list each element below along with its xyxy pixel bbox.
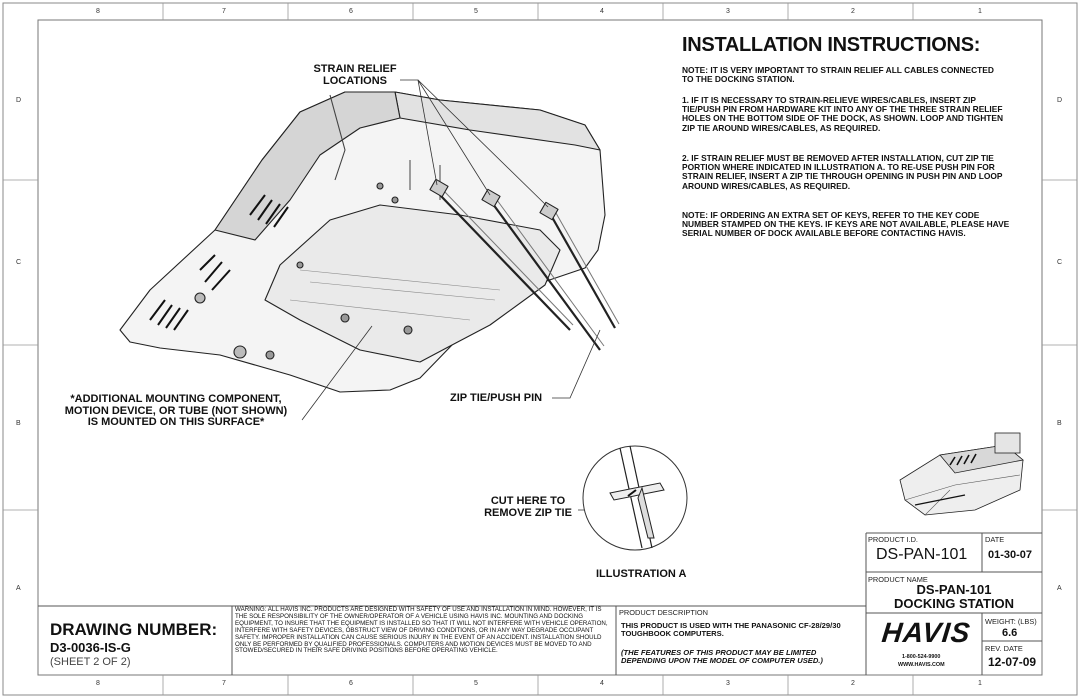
mounting-line-2: MOTION DEVICE, OR TUBE (NOT SHOWN) bbox=[64, 404, 288, 417]
zone-col-4-bottom: 4 bbox=[600, 680, 604, 687]
drawing-number-label: DRAWING NUMBER: bbox=[50, 620, 218, 639]
zone-col-8-bottom: 8 bbox=[96, 680, 100, 687]
zone-row-c-right: C bbox=[1057, 259, 1063, 266]
zone-col-5-bottom: 5 bbox=[474, 680, 478, 687]
instructions-title: INSTALLATION INSTRUCTIONS: bbox=[682, 34, 981, 56]
zone-col-1-bottom: 1 bbox=[978, 680, 982, 687]
product-name-label: PRODUCT NAME bbox=[868, 575, 928, 584]
zone-col-6-bottom: 6 bbox=[349, 680, 353, 687]
havis-website: WWW.HAVIS.COM bbox=[898, 662, 945, 668]
zone-col-3-bottom: 3 bbox=[726, 680, 730, 687]
product-name-line-1: DS-PAN-101 bbox=[916, 582, 992, 597]
zone-row-b-left: B bbox=[16, 420, 21, 427]
weight-value: 6.6 bbox=[1002, 627, 1018, 639]
strain-relief-line-2: LOCATIONS bbox=[323, 75, 387, 87]
zone-col-3-top: 3 bbox=[726, 8, 730, 15]
zone-col-7-bottom: 7 bbox=[222, 680, 226, 687]
zone-col-4-top: 4 bbox=[600, 8, 604, 15]
mounting-line-1: *ADDITIONAL MOUNTING COMPONENT, bbox=[70, 393, 282, 405]
rev-date-value: 12-07-09 bbox=[988, 655, 1037, 669]
illustration-a-label: ILLUSTRATION A bbox=[596, 568, 687, 580]
product-id-label: PRODUCT I.D. bbox=[868, 535, 918, 544]
safety-warning: WARNING: ALL HAVIS INC. PRODUCTS ARE DES… bbox=[235, 606, 608, 655]
zone-row-c-left: C bbox=[16, 259, 22, 266]
mounting-line-3: IS MOUNTED ON THIS SURFACE* bbox=[87, 416, 265, 428]
mounting-surface-callout: *ADDITIONAL MOUNTING COMPONENT, MOTION D… bbox=[42, 393, 310, 429]
product-id: DS-PAN-101 bbox=[876, 546, 968, 563]
zone-col-2-top: 2 bbox=[851, 8, 855, 15]
cut-here-line-2: REMOVE ZIP TIE bbox=[484, 506, 572, 519]
sheet-number: (SHEET 2 OF 2) bbox=[50, 656, 131, 668]
zone-row-d-left: D bbox=[16, 97, 22, 104]
havis-phone: 1-800-524-9900 bbox=[902, 654, 941, 660]
zone-col-2-bottom: 2 bbox=[851, 680, 855, 687]
product-description-label: PRODUCT DESCRIPTION bbox=[619, 608, 708, 617]
zone-col-6-top: 6 bbox=[349, 8, 353, 15]
date-value: 01-30-07 bbox=[988, 549, 1033, 561]
zone-row-d-right: D bbox=[1057, 97, 1063, 104]
zone-col-7-top: 7 bbox=[222, 8, 226, 15]
product-description-note: (THE FEATURES OF THIS PRODUCT MAY BE LIM… bbox=[621, 648, 823, 666]
cut-here-line-1: CUT HERE TO bbox=[490, 495, 566, 507]
strain-relief-line-1: STRAIN RELIEF bbox=[313, 63, 397, 75]
rev-date-label: REV. DATE bbox=[985, 644, 1023, 653]
note-keys: NOTE: IF ORDERING AN EXTRA SET OF KEYS, … bbox=[682, 210, 1010, 239]
havis-logo: HAVIS bbox=[880, 617, 973, 648]
product-name: DS-PAN-101 DOCKING STATION bbox=[866, 583, 1042, 611]
instruction-step-1: 1. IF IT IS NECESSARY TO STRAIN-RELIEVE … bbox=[682, 95, 1004, 133]
note-strain-relief: NOTE: IT IS VERY IMPORTANT TO STRAIN REL… bbox=[682, 65, 994, 85]
zone-row-a-left: A bbox=[16, 585, 21, 592]
product-thumbnail bbox=[899, 432, 1024, 516]
strain-relief-callout: STRAIN RELIEF LOCATIONS bbox=[300, 63, 410, 87]
zone-col-8-top: 8 bbox=[96, 8, 100, 15]
cut-here-callout: CUT HERE TO REMOVE ZIP TIE bbox=[478, 495, 578, 519]
instruction-step-2: 2. IF STRAIN RELIEF MUST BE REMOVED AFTE… bbox=[682, 153, 1003, 191]
zone-row-a-right: A bbox=[1057, 585, 1062, 592]
product-description: THIS PRODUCT IS USED WITH THE PANASONIC … bbox=[621, 621, 841, 639]
zone-row-b-right: B bbox=[1057, 420, 1062, 427]
product-name-line-2: DOCKING STATION bbox=[893, 596, 1015, 611]
illustration-a-detail bbox=[582, 445, 688, 551]
weight-label: WEIGHT: (LBS) bbox=[985, 617, 1037, 626]
zone-col-5-top: 5 bbox=[474, 8, 478, 15]
zip-tie-callout: ZIP TIE/PUSH PIN bbox=[450, 392, 543, 404]
drawing-number: D3-0036-IS-G bbox=[50, 640, 131, 655]
zone-col-1-top: 1 bbox=[978, 8, 982, 15]
date-label: DATE bbox=[985, 535, 1005, 544]
